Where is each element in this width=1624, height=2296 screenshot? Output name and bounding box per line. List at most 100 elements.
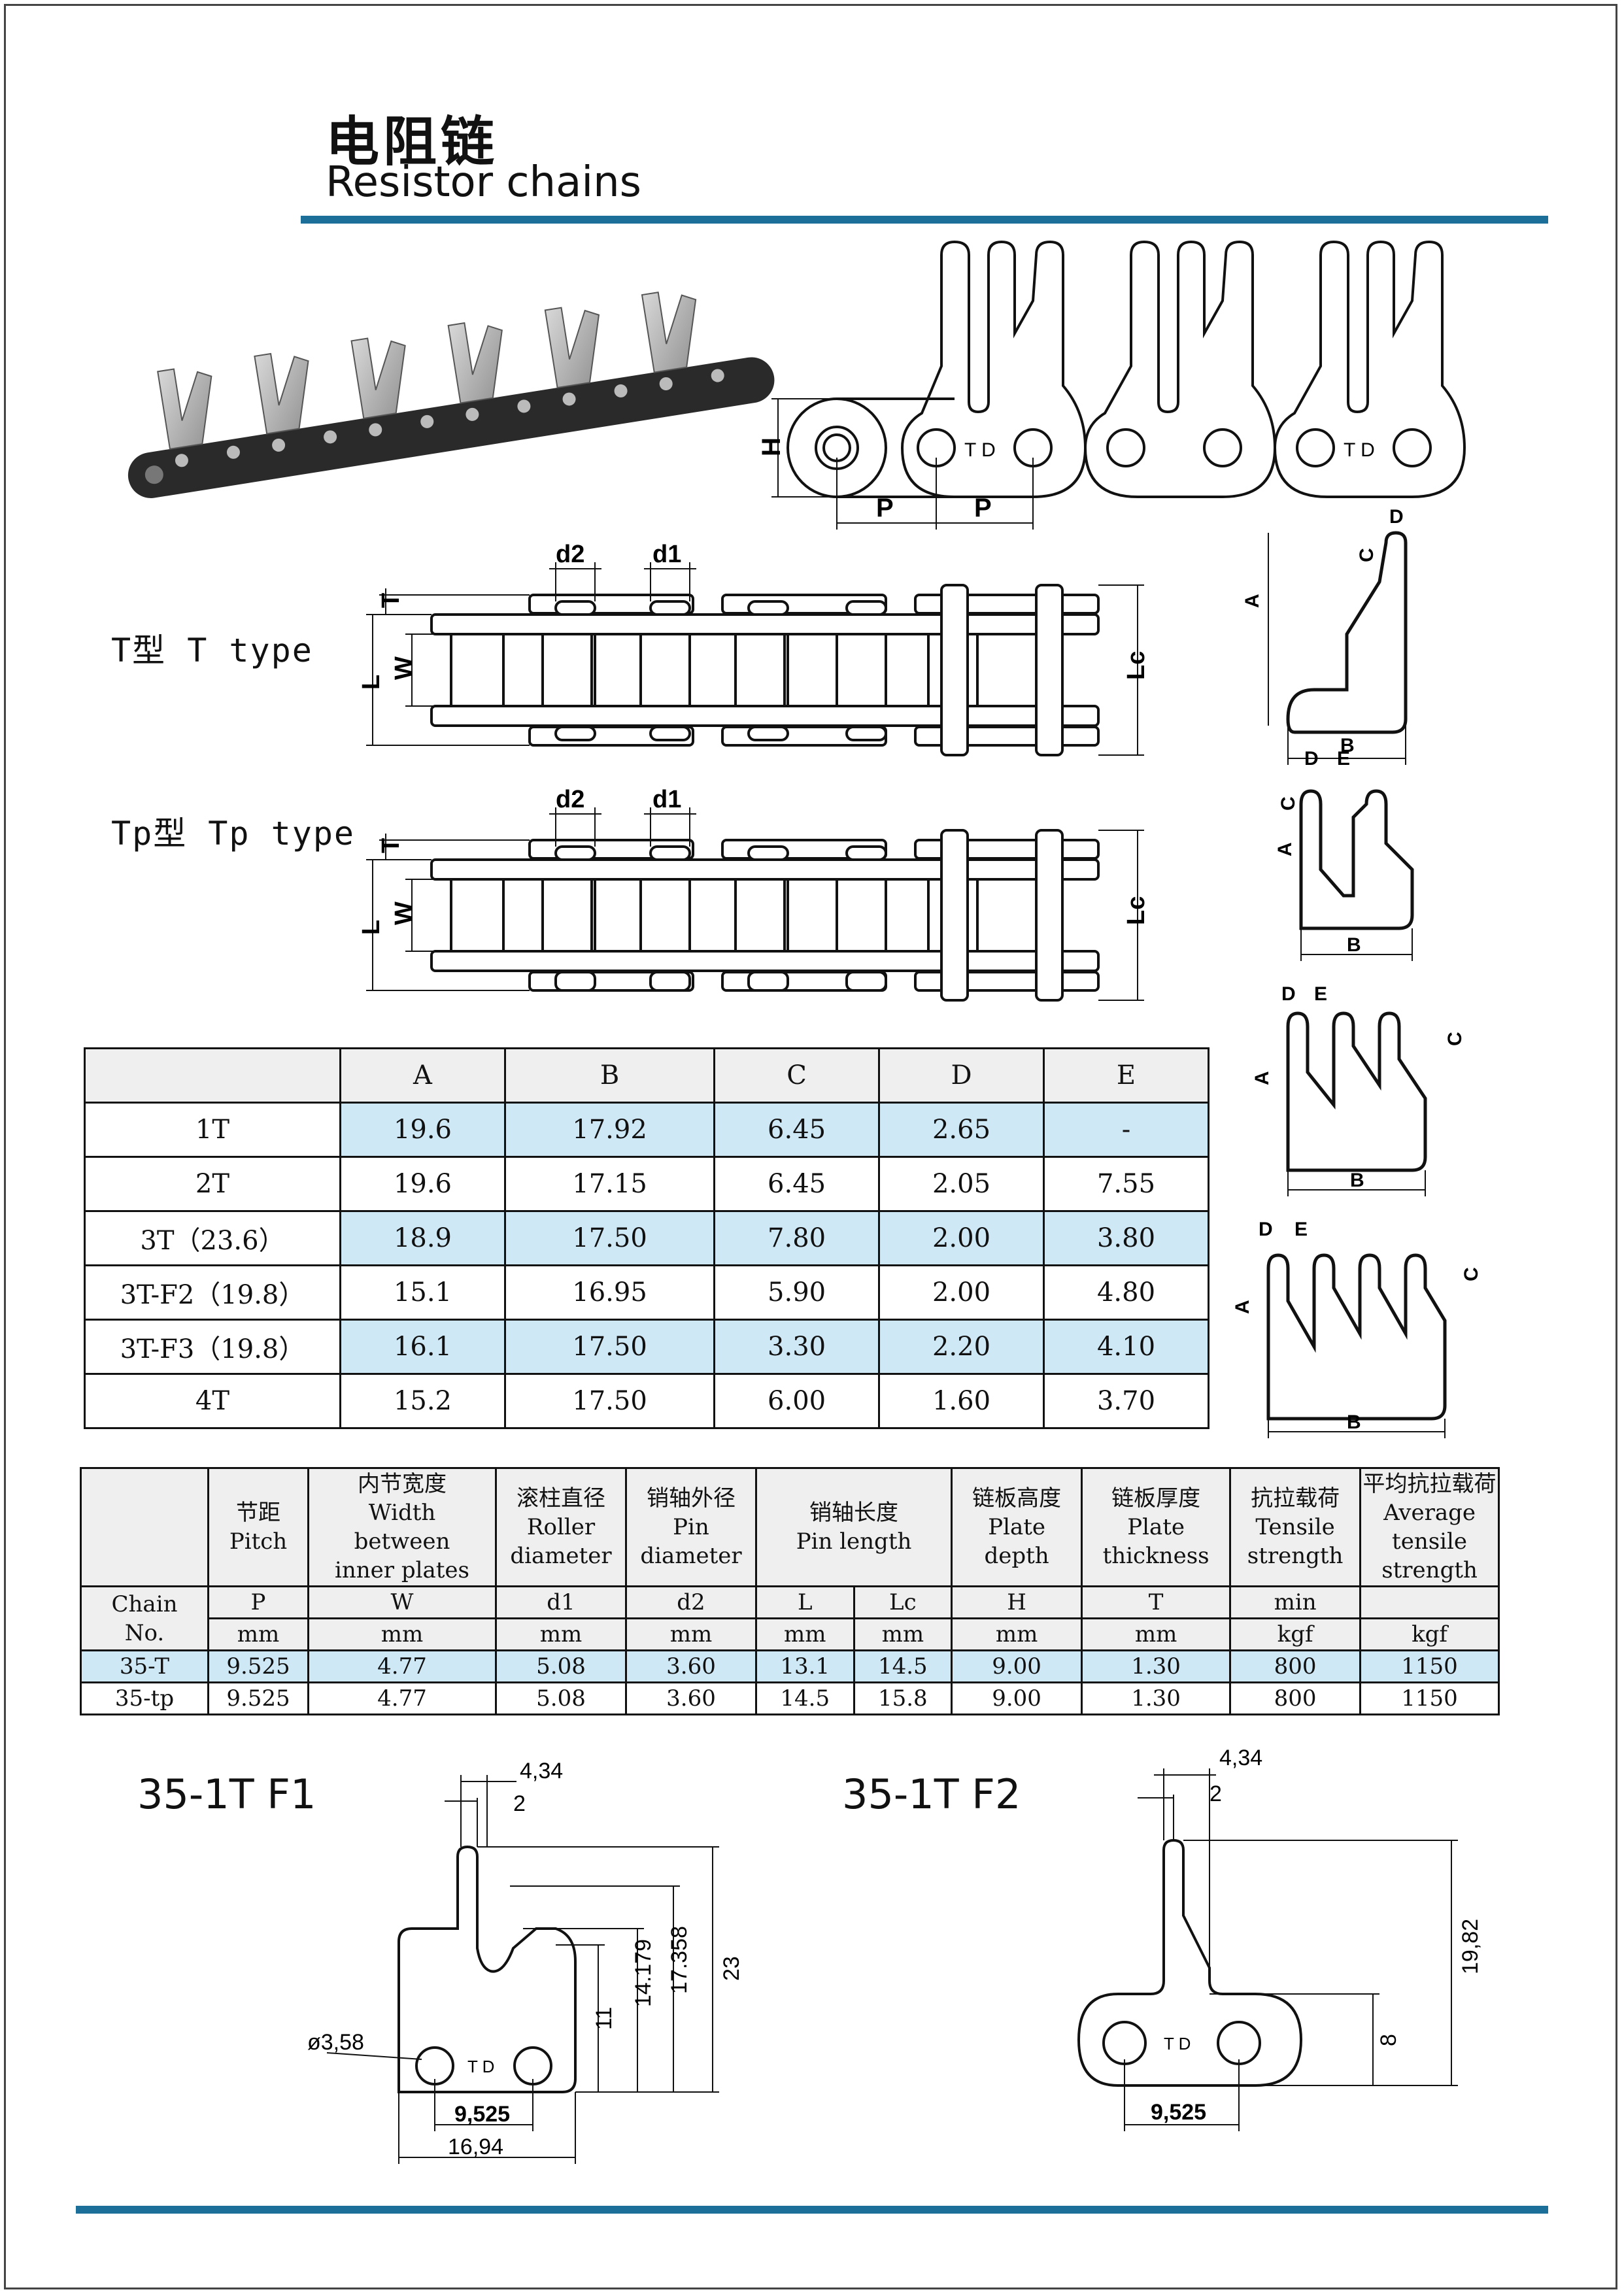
f1-dim-pin: 2 (513, 1791, 526, 1816)
title-chinese: 电阻链 (326, 111, 499, 173)
table-cell: 17.50 (503, 1210, 716, 1266)
header-cell: C (713, 1047, 881, 1104)
symbol-cell: L (755, 1585, 855, 1619)
t-type-top-view: d2 d1 T L W Lc (358, 541, 1150, 756)
table-cell: 18.9 (339, 1210, 506, 1266)
table-row: 4T 15.2 17.50 6.00 1.60 3.70 (84, 1373, 1210, 1429)
label-W: W (390, 656, 418, 680)
symbol-cell: W (307, 1585, 497, 1619)
table-row: 1T 19.6 17.92 6.45 2.65 - (84, 1102, 1210, 1158)
symbol-cell (1359, 1585, 1500, 1619)
f1-stamp: T D (467, 2057, 494, 2076)
table-row: 3T-F2（19.8） 15.1 16.95 5.90 2.00 4.80 (84, 1264, 1210, 1321)
title-english: Resistor chains (326, 158, 641, 207)
chain-photo (127, 291, 775, 498)
profile2-label-E: E (1337, 748, 1350, 769)
profile-label-D: D (1389, 506, 1404, 528)
label-Lc: Lc (1123, 651, 1150, 680)
table-cell: 3.70 (1043, 1373, 1210, 1429)
header-cell (84, 1047, 341, 1104)
profile3-label-C: C (1444, 1032, 1466, 1046)
dimension-table: A B C D E 1T 19.6 17.92 6.45 2.65 - 2T 1… (84, 1047, 1210, 1429)
table-cell: 16.95 (503, 1264, 716, 1321)
profile4-label-D: D (1259, 1219, 1273, 1240)
label-W: W (390, 902, 418, 925)
table-cell: 4.80 (1043, 1264, 1210, 1321)
symbol-cell: d2 (625, 1585, 757, 1619)
label-P-2: P (974, 494, 992, 522)
part-f2-title: 35-1T F2 (842, 1770, 1021, 1818)
table-cell: 6.00 (713, 1373, 881, 1429)
table-row: 3T（23.6） 18.9 17.50 7.80 2.00 3.80 (84, 1210, 1210, 1266)
table-cell: 7.55 (1043, 1156, 1210, 1212)
table-cell: 1.30 (1081, 1649, 1232, 1683)
footer-rule (76, 2206, 1548, 2214)
table-cell: 9.525 (207, 1649, 309, 1683)
label-L: L (358, 675, 385, 690)
label-d1: d1 (652, 786, 681, 813)
table-cell: 1150 (1359, 1649, 1500, 1683)
table-cell: 6.45 (713, 1102, 881, 1158)
table-cell: 5.08 (495, 1649, 627, 1683)
header-cell: D (878, 1047, 1045, 1104)
stamp-mark-1: T D (964, 439, 996, 461)
profile-label-A: A (1242, 594, 1263, 608)
unit-cell: mm (495, 1617, 627, 1651)
table-cell: 3.60 (625, 1681, 757, 1715)
table-cell: 6.45 (713, 1156, 881, 1212)
table-cell: 13.1 (755, 1649, 855, 1683)
table-cell: 2.00 (878, 1264, 1045, 1321)
table-cell: 800 (1229, 1649, 1362, 1683)
profile2-label-A: A (1274, 842, 1296, 856)
symbol-cell: P (207, 1585, 309, 1619)
symbol-cell: Lc (853, 1585, 953, 1619)
tp-type-label: Tp型 Tp type (111, 815, 356, 853)
label-P-1: P (876, 494, 894, 522)
f1-dim-14: 14.179 (631, 1939, 656, 2007)
f1-dim-11: 11 (592, 2007, 617, 2030)
table-cell: 3T（23.6） (84, 1210, 341, 1266)
table-cell: 5.90 (713, 1264, 881, 1321)
table-header-row: A B C D E (84, 1047, 1210, 1104)
unit-cell: mm (625, 1617, 757, 1651)
profile3-label-B: B (1350, 1170, 1364, 1191)
table-cell: 1.30 (1081, 1681, 1232, 1715)
label-T: T (377, 838, 405, 853)
header-cell: B (503, 1047, 716, 1104)
profile4-label-C: C (1461, 1267, 1482, 1281)
table-cell: 35-tp (80, 1681, 209, 1715)
symbol-cell: d1 (495, 1585, 627, 1619)
side-view-drawing: H P P T D T D (757, 240, 1466, 530)
table-cell: 14.5 (853, 1649, 953, 1683)
table-cell: 3.80 (1043, 1210, 1210, 1266)
table-cell: 9.00 (951, 1681, 1083, 1715)
profile4-label-B: B (1347, 1411, 1361, 1433)
label-d2: d2 (556, 786, 584, 813)
profile2-label-B: B (1347, 934, 1361, 956)
unit-cell: mm (951, 1617, 1083, 1651)
profile-label-C: C (1356, 548, 1378, 562)
label-Lc: Lc (1123, 896, 1150, 925)
tp-type-top-view: d2 d1 T L W Lc (358, 786, 1150, 1002)
stamp-mark-2: T D (1344, 439, 1375, 461)
table-cell: 19.6 (339, 1102, 506, 1158)
unit-cell: mm (853, 1617, 953, 1651)
f1-dim-hole: ø3,58 (307, 2030, 364, 2055)
profile2-label-D: D (1304, 748, 1319, 769)
symbol-cell: T (1081, 1585, 1232, 1619)
table-cell: 4.77 (307, 1681, 497, 1715)
table-cell: 4.10 (1043, 1319, 1210, 1375)
part-f1-title: 35-1T F1 (137, 1770, 316, 1818)
part-f2-drawing: 4,34 2 19,82 8 9,525 T D (1077, 1746, 1483, 2131)
table-cell: 17.15 (503, 1156, 716, 1212)
table-cell: 800 (1229, 1681, 1362, 1715)
table-cell: 17.92 (503, 1102, 716, 1158)
